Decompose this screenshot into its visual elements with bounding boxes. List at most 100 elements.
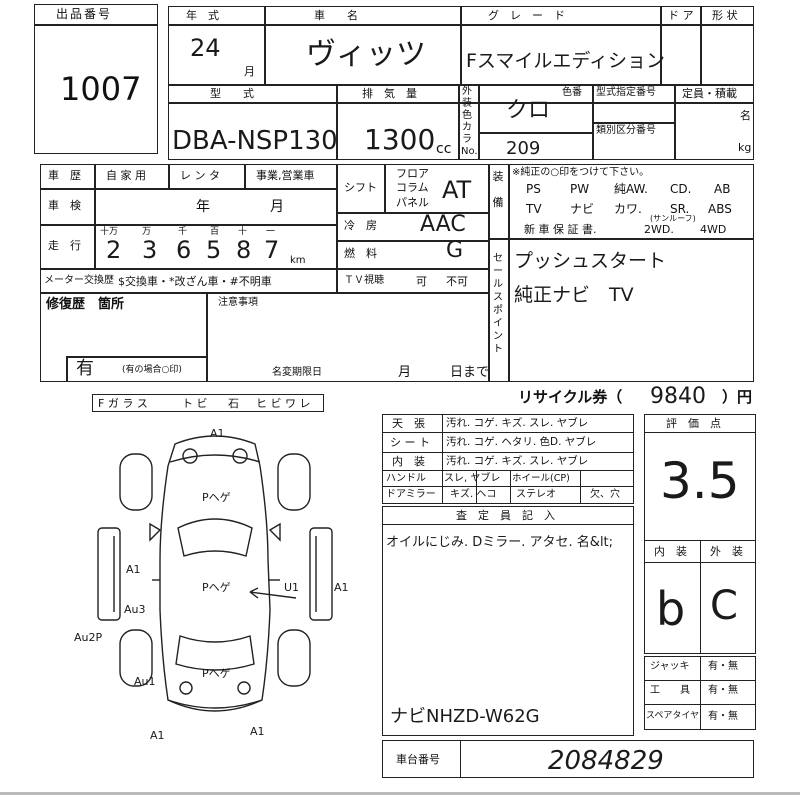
equipment-sunroof: (サンルーフ) <box>650 214 696 223</box>
chassis-box <box>382 740 754 778</box>
windshield <box>177 518 253 557</box>
interior-score-label: 内 装 <box>654 545 687 558</box>
recycle-unit: ）円 <box>722 388 753 406</box>
condition-interior-items: 汚れ. コゲ. キズ. スレ. ヤブレ <box>446 455 589 467</box>
history-option-business: 事業,営業車 <box>256 169 315 182</box>
wheel-label: ホイール(CP) <box>512 473 570 484</box>
name-label: 車 名 <box>314 9 358 22</box>
repair-value: 有 <box>76 358 94 379</box>
mileage-digit: 7 <box>264 236 280 264</box>
fuel-value: G <box>446 238 464 263</box>
diagram-mark: Pヘゲ <box>202 581 231 594</box>
shift-option-panel: パネル <box>396 196 429 209</box>
equipment-note: ※純正の○印をつけて下さい。 <box>512 167 650 178</box>
notes-label: 注意事項 <box>218 297 258 308</box>
equipment-label: 装備 <box>492 170 504 209</box>
condition-ceiling-label: 天 張 <box>392 417 425 430</box>
hood-line <box>169 454 261 463</box>
meter-label: メーター交換歴 <box>44 275 114 286</box>
capacity-label: 定員・積載 <box>682 87 737 100</box>
exterior-score-label: 外 装 <box>710 545 743 558</box>
mileage-unit-100k: 十万 <box>100 227 119 237</box>
inspection-label: 車 検 <box>48 199 81 212</box>
equipment-ps: PS <box>526 182 541 196</box>
category-label: 類別区分番号 <box>596 125 656 136</box>
equipment-2wd: 2WD. <box>644 223 674 236</box>
name-change-month: 月 <box>398 365 412 380</box>
name-change-until: 日まで <box>450 365 490 380</box>
diagram-mark: Pヘゲ <box>202 667 231 680</box>
car-name-value: ヴィッツ <box>306 37 426 72</box>
mileage-digit: 8 <box>236 236 252 264</box>
tv-label: ＴＶ視聴 <box>344 275 384 286</box>
wheel-front-right <box>277 453 311 511</box>
diagram-mark: A1 <box>126 563 141 576</box>
capacity-unit-persons: 名 <box>740 109 751 122</box>
condition-seat-label: シ ー ト <box>390 436 430 449</box>
mileage-unit-100: 百 <box>210 227 220 237</box>
displacement-label: 排 気 量 <box>362 87 417 100</box>
model-label: 型 式 <box>210 87 254 100</box>
salespoint-label: セールスポイント <box>493 253 503 355</box>
interior-score-value: b <box>656 582 686 636</box>
recycle-value: 9840 <box>650 384 706 409</box>
shift-option-column: コラム <box>396 181 429 194</box>
salespoint-2: 純正ナビ TV <box>514 284 634 306</box>
color-value: クロ <box>506 98 551 123</box>
diagram-mark: U1 <box>284 581 300 594</box>
meter-options: $交換車・*改ざん車・#不明車 <box>118 275 272 288</box>
equipment-warranty: 新 車 保 証 書. <box>524 223 597 236</box>
equipment-tv: TV <box>526 202 542 216</box>
condition-seat-items: 汚れ. コゲ. ヘタリ. 色D. ヤブレ <box>446 436 597 448</box>
condition-table <box>382 414 634 504</box>
year-label: 年 式 <box>186 9 219 22</box>
shift-label: シフト <box>344 181 377 194</box>
year-value: 24 <box>190 34 221 62</box>
tool-tools-label: 工 具 <box>650 685 690 696</box>
wheel-rear-right <box>277 629 311 687</box>
history-option-rental: レ ン タ <box>180 169 220 182</box>
grade-label: グ レ ー ド <box>488 9 565 22</box>
salespoint-1: プッシュスタート <box>514 250 667 272</box>
equipment-cd: CD. <box>670 182 692 196</box>
shift-option-floor: フロア <box>396 167 429 180</box>
color-label: 色番 <box>562 87 582 98</box>
inspector-note: オイルにじみ. Dミラー. アタセ. 名&lt; <box>386 535 614 550</box>
wheel-rear-left <box>119 629 153 687</box>
score-label: 評 価 点 <box>666 417 721 430</box>
diagram-mark: Pヘゲ <box>202 491 231 504</box>
mileage-digit: 3 <box>142 236 158 264</box>
year-unit: 月 <box>244 65 255 78</box>
lot-label: 出品番号 <box>56 7 113 21</box>
mileage-digit: 5 <box>206 236 222 264</box>
wheel-front-left <box>119 453 153 511</box>
diagram-mark: A1 <box>334 581 349 594</box>
name-change-label: 名変期限日 <box>272 367 322 378</box>
score-value: 3.5 <box>660 452 740 510</box>
lot-divider <box>34 24 158 26</box>
mileage-digit: 6 <box>176 236 192 264</box>
diagram-mark: A1 <box>150 729 165 742</box>
tool-jack-value: 有・無 <box>708 661 738 672</box>
stereo-items: 欠、穴 <box>590 489 620 500</box>
lot-number: 1007 <box>60 70 142 108</box>
equipment-4wd: 4WD <box>700 223 727 236</box>
history-option-private: 自 家 用 <box>106 169 146 182</box>
tv-option-yes: 可 <box>416 275 427 288</box>
mileage-unit-1k: 千 <box>178 227 188 237</box>
diagram-mark: A1 <box>210 427 225 440</box>
glass-stone: 石 <box>228 397 239 410</box>
shift-value: AT <box>442 176 472 204</box>
exterior-score-value: C <box>710 583 738 629</box>
tool-spare-label: スペアタイヤ <box>646 711 700 721</box>
capacity-unit-kg: kg <box>738 141 752 154</box>
tool-tools-value: 有・無 <box>708 685 738 696</box>
repair-label: 修復歴 箇所 <box>46 297 125 312</box>
tv-option-no: 不可 <box>446 275 468 288</box>
equipment-sr: SR. <box>670 202 690 216</box>
equipment-pw: PW <box>570 182 590 196</box>
grade-value: Fスマイルエディション <box>466 50 666 72</box>
inspection-year: 年 <box>196 199 210 215</box>
